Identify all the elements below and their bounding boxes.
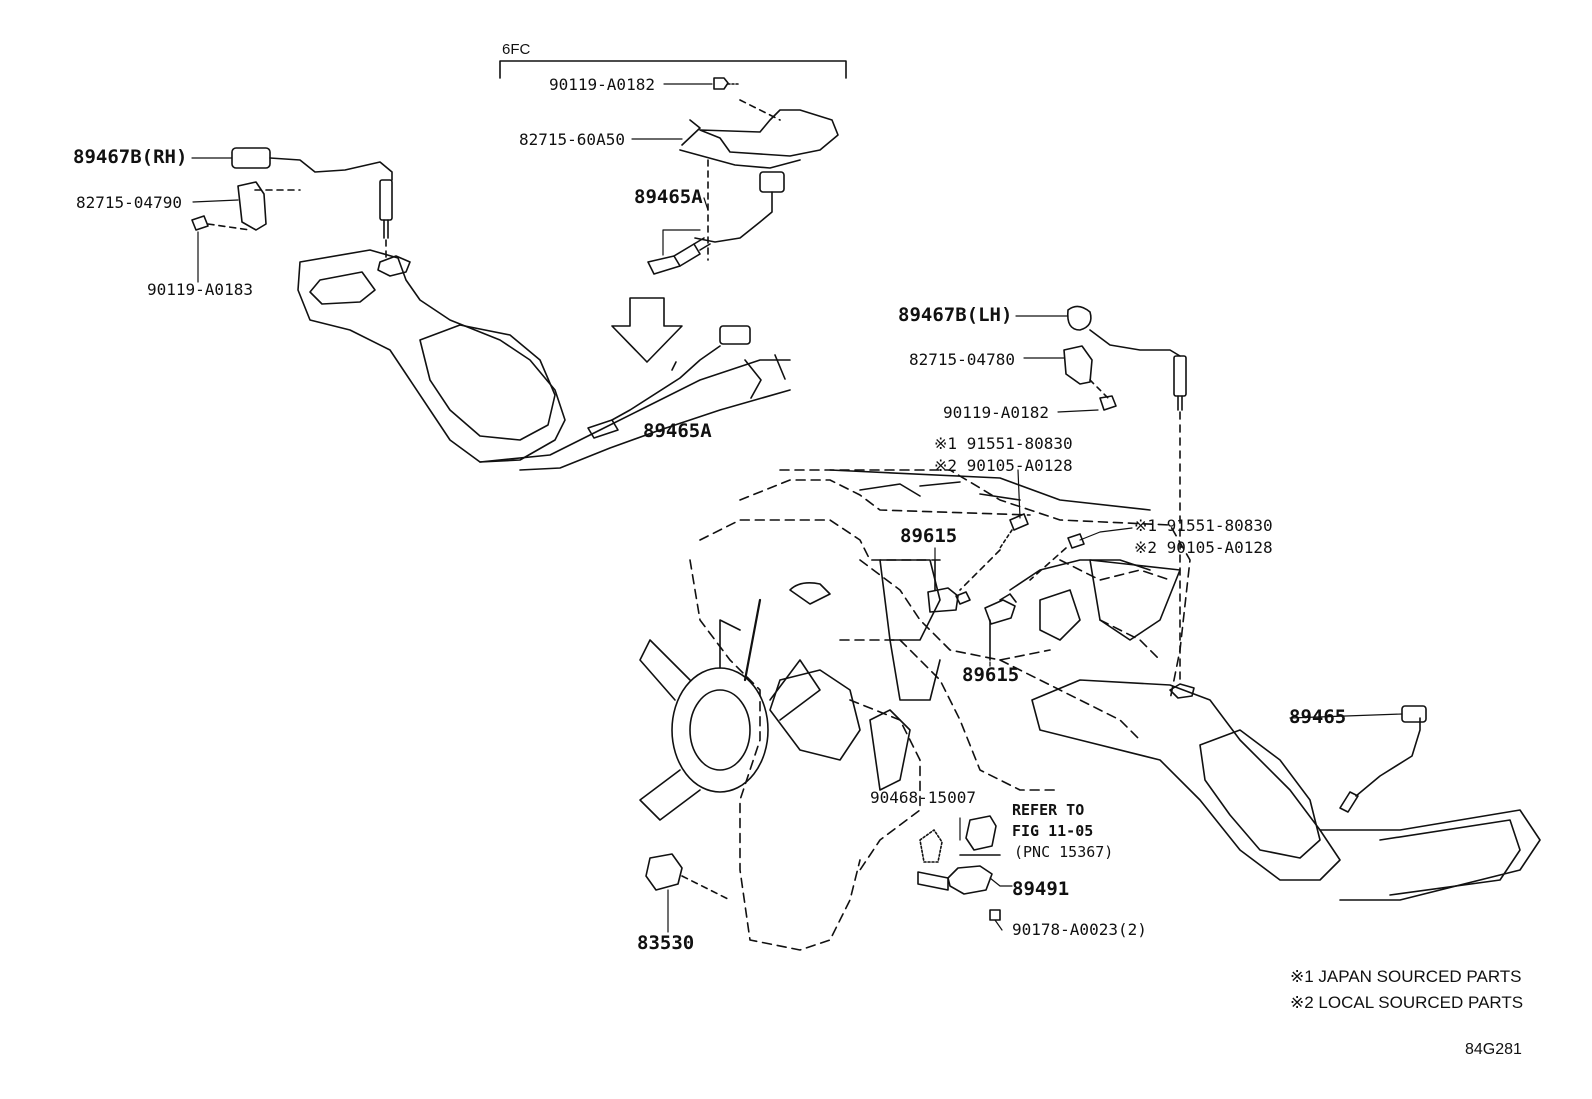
part-label-90119-a0183[interactable]: 90119-A0183	[147, 280, 253, 299]
legend-note1: ※1 JAPAN SOURCED PARTS	[1290, 967, 1522, 986]
group-label-6fc: 6FC	[502, 41, 531, 58]
crank-sensor-89491	[917, 815, 1001, 921]
part-label-note1-right[interactable]: ※1 91551-80830	[1134, 516, 1273, 535]
figure-code: 84G281	[1465, 1041, 1522, 1058]
part-label-82715-04790[interactable]: 82715-04790	[76, 193, 182, 212]
part-label-82715-60a50[interactable]: 82715-60A50	[519, 130, 625, 149]
part-label-89465a-top[interactable]: 89465A	[634, 186, 703, 208]
part-label-89465a-mid[interactable]: 89465A	[643, 420, 712, 442]
part-label-89615-b[interactable]: 89615	[962, 664, 1020, 686]
part-label-90119-a0182-top[interactable]: 90119-A0182	[549, 75, 655, 94]
leader-lines	[191, 83, 1403, 933]
part-label-90468-15007[interactable]: 90468-15007	[870, 788, 976, 807]
part-label-note1-left[interactable]: ※1 91551-80830	[934, 434, 1073, 453]
exhaust-rh-assembly	[191, 147, 791, 471]
part-label-89467b-lh[interactable]: 89467B(LH)	[898, 304, 1013, 326]
part-label-note2-right[interactable]: ※2 90105-A0128	[1134, 538, 1273, 557]
part-label-89467b-rh[interactable]: 89467B(RH)	[73, 146, 188, 168]
group-bracket	[499, 60, 847, 79]
part-label-note2-left[interactable]: ※2 90105-A0128	[934, 456, 1073, 475]
refer-to-line1: REFER TO	[1012, 801, 1085, 819]
part-label-89615-a[interactable]: 89615	[900, 525, 958, 547]
part-label-83530[interactable]: 83530	[637, 932, 695, 954]
refer-to-line3: (PNC 15367)	[1014, 843, 1114, 861]
part-label-82715-04780[interactable]: 82715-04780	[909, 350, 1015, 369]
cooling-fan	[639, 619, 911, 821]
engine-block-solid	[743, 469, 1181, 701]
part-label-90178-a0023[interactable]: 90178-A0023(2)	[1012, 920, 1147, 939]
part-label-89465[interactable]: 89465	[1289, 706, 1347, 728]
sender-83530	[645, 853, 731, 901]
legend-note2: ※2 LOCAL SOURCED PARTS	[1290, 993, 1524, 1012]
exhaust-lh-assembly	[1031, 305, 1541, 901]
part-label-90119-a0182-lh[interactable]: 90119-A0182	[943, 403, 1049, 422]
part-label-89491[interactable]: 89491	[1012, 878, 1070, 900]
cam-sensor-89615-right	[984, 533, 1085, 661]
oxygen-sensor-89465a-top	[611, 77, 839, 363]
refer-to-line2[interactable]: FIG 11-05	[1012, 822, 1094, 840]
